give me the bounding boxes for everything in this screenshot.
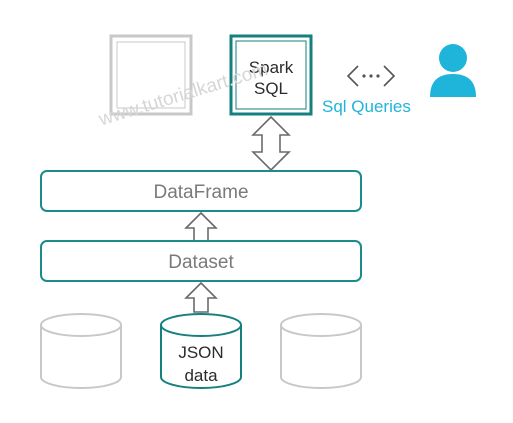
spark-sql-line1: Spark xyxy=(249,58,294,77)
sql-queries-label: Sql Queries xyxy=(322,97,411,116)
user-icon xyxy=(430,44,476,97)
dataframe-label: DataFrame xyxy=(153,182,248,203)
api-link-icon xyxy=(346,65,396,87)
spark-sql-line2: SQL xyxy=(254,79,288,98)
dataset-label: Dataset xyxy=(168,252,234,273)
json-data-cylinder: JSON data xyxy=(160,313,242,389)
dataframe-box: DataFrame xyxy=(40,170,362,212)
database-cylinder-right xyxy=(280,313,362,389)
placeholder-box xyxy=(109,34,193,116)
json-data-line1: JSON xyxy=(178,343,223,362)
dataset-box: Dataset xyxy=(40,240,362,282)
up-arrow-icon xyxy=(184,281,218,313)
database-cylinder-left xyxy=(40,313,122,389)
double-arrow-icon xyxy=(251,115,291,172)
spark-sql-box: Spark SQL xyxy=(229,34,313,116)
up-arrow-icon xyxy=(184,211,218,242)
json-data-line2: data xyxy=(184,366,218,385)
